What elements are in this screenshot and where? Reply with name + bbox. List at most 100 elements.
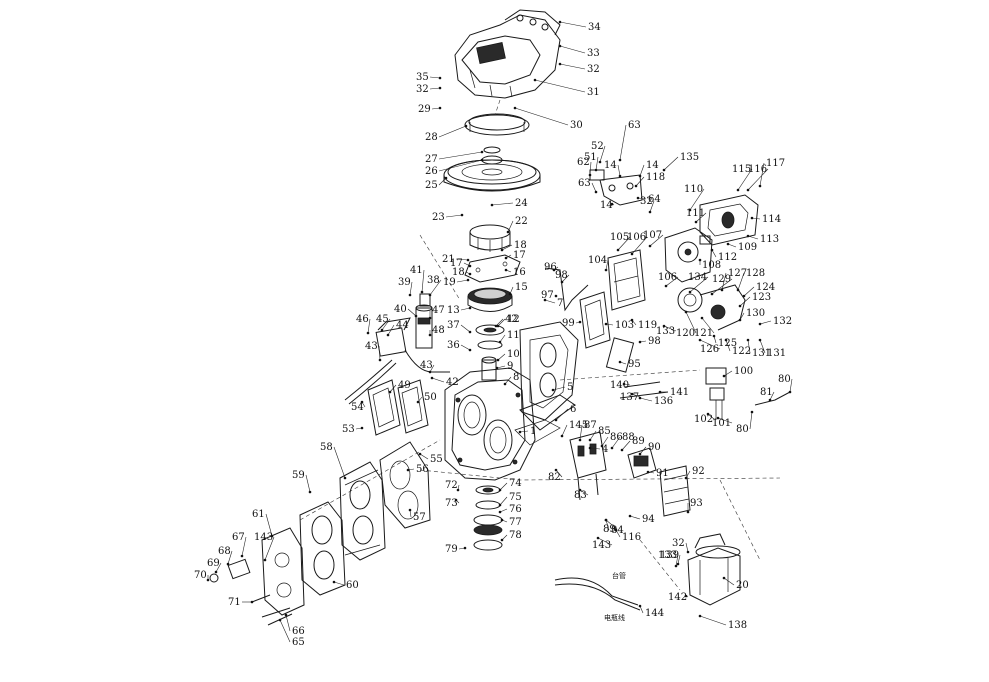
leader-dot-1 [518, 430, 522, 434]
leader-dot-119 [630, 318, 634, 322]
leader-dot-104 [604, 268, 608, 272]
cdi-unit-part [569, 431, 607, 501]
leader-dot-52 [598, 160, 602, 164]
leader-14 [639, 164, 645, 177]
leader-67 [241, 536, 247, 557]
callout-17: 17 [513, 250, 526, 261]
leader-dot-32 [438, 86, 442, 90]
leader-28 [438, 125, 467, 138]
leader-11 [499, 334, 506, 343]
leader-26 [438, 159, 483, 172]
callout-21: 21 [442, 254, 455, 265]
leader-143 [597, 537, 613, 546]
leader-25 [438, 177, 447, 186]
leader-138 [699, 615, 727, 626]
leader-74 [499, 482, 508, 491]
leader-dot-76 [498, 510, 502, 514]
leader-40 [407, 308, 417, 317]
leader-dot-91 [646, 470, 650, 474]
callout-55: 55 [430, 454, 443, 465]
leader-dot-103 [604, 322, 608, 326]
callout-9: 9 [507, 361, 513, 372]
leader-115 [737, 168, 753, 191]
leader-111 [695, 212, 707, 223]
leader-dot-42 [494, 324, 498, 328]
leader-dot-64 [636, 196, 640, 200]
callout-87: 87 [584, 420, 597, 431]
leader-85 [589, 430, 597, 441]
leader-127 [721, 272, 727, 291]
leader-110 [689, 188, 705, 211]
leader-dot-69 [214, 570, 218, 574]
leader-6 [555, 408, 569, 421]
leader-dot-82 [554, 468, 558, 472]
leader-dot-48 [428, 333, 432, 337]
leader-59 [305, 474, 311, 493]
leader-dot-128 [736, 288, 740, 292]
leader-dot-17 [468, 264, 472, 268]
leader-32 [649, 200, 655, 213]
leader-102 [707, 413, 715, 420]
leader-31 [534, 79, 586, 93]
leader-dot-120 [684, 310, 688, 314]
leader-94 [629, 515, 641, 520]
callout-133: 133 [656, 326, 675, 337]
callout-72: 72 [445, 480, 458, 491]
callout-22: 22 [515, 216, 528, 227]
hose-part [404, 349, 450, 373]
leader-dot-90 [638, 452, 642, 456]
leader-dot-28 [464, 124, 468, 128]
leader-133 [663, 325, 677, 332]
leader-131 [747, 339, 751, 354]
callout-43: 43 [365, 341, 378, 352]
leader-dot-36 [468, 348, 472, 352]
leader-dot-110 [688, 208, 692, 212]
callout-40: 40 [394, 304, 407, 315]
leader-dot-80 [750, 410, 754, 414]
callout-104: 104 [588, 255, 607, 266]
leader-27 [438, 151, 483, 160]
leader-dot-15 [508, 292, 512, 296]
leader-dot-114 [750, 216, 754, 220]
callout-136: 136 [654, 396, 673, 407]
leader-24 [491, 202, 514, 206]
leader-dot-134 [688, 290, 692, 294]
leader-dot-143 [596, 536, 600, 540]
leader-dot-22 [506, 230, 510, 234]
leader-dot-61 [270, 534, 274, 538]
leader-dot-14 [618, 174, 622, 178]
leader-44 [387, 324, 395, 336]
bracket-part [599, 174, 643, 206]
callout-30: 30 [570, 120, 583, 131]
callout-69: 69 [207, 558, 220, 569]
bearing-housing-part [467, 287, 513, 350]
leader-133 [675, 554, 679, 567]
leader-107 [649, 234, 664, 247]
leader-51 [595, 156, 599, 171]
callout-78: 78 [509, 530, 522, 541]
silencer-part [699, 194, 759, 246]
callout-14: 14 [646, 160, 659, 171]
leader-23 [445, 214, 463, 218]
assembly-line [419, 469, 781, 481]
callout-32: 32 [640, 196, 653, 207]
callout-7: 7 [557, 298, 563, 309]
intake-cover-part [607, 249, 646, 311]
leader-dot-143 [263, 558, 267, 562]
callout-8: 8 [513, 372, 519, 383]
wire-label-tube: 台管 [612, 571, 626, 580]
callout-139: 139 [660, 550, 679, 561]
callout-27: 27 [425, 154, 438, 165]
callout-134: 134 [688, 272, 707, 283]
leader-dot-10 [496, 358, 500, 362]
leader-98 [561, 274, 570, 283]
callout-117: 117 [766, 158, 785, 169]
leader-dot-124 [742, 294, 746, 298]
callout-85: 85 [598, 426, 611, 437]
leader-dot-55 [418, 452, 422, 456]
leader-lines [206, 20, 793, 643]
pulser-coil-part [677, 284, 746, 331]
leader-dot-115 [736, 188, 740, 192]
thermostat-cover-part [261, 527, 305, 616]
leader-dot-49 [388, 390, 392, 394]
